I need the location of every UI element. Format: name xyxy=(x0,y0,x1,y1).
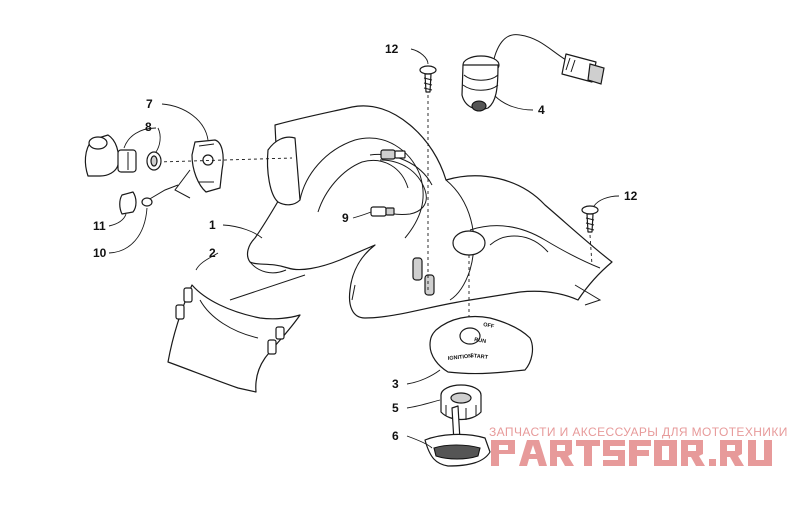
cap-part-11 xyxy=(119,191,137,215)
accessory-socket xyxy=(84,134,137,177)
lock-nut-part-5 xyxy=(440,384,482,421)
callout-1: 1 xyxy=(209,218,216,232)
ignition-switch-part-4 xyxy=(461,34,605,112)
watermark-subtitle: ЗАПЧАСТИ И АКСЕССУАРЫ ДЛЯ МОТОТЕХНИКИ xyxy=(489,425,788,439)
callout-11: 11 xyxy=(93,219,106,233)
housing-part-1 xyxy=(246,105,613,319)
key-part-6 xyxy=(424,405,491,467)
bushing-part-8 xyxy=(146,151,162,171)
callout-2: 2 xyxy=(209,246,216,260)
callout-5: 5 xyxy=(392,401,399,415)
decal-label-start: START xyxy=(470,353,489,361)
callout-3: 3 xyxy=(392,377,399,391)
callout-12-right: 12 xyxy=(624,189,638,203)
bracket-part-7 xyxy=(147,139,293,201)
screw-part-12-top xyxy=(419,65,437,93)
decal-label-off: OFF xyxy=(483,322,496,330)
decal-label-ignition: IGNITION xyxy=(448,353,473,362)
decal-part-3: OFF RUN IGNITION START xyxy=(429,315,534,375)
callout-4: 4 xyxy=(538,103,545,117)
callout-labels: 12 4 7 8 12 1 9 11 10 2 3 5 6 xyxy=(93,42,638,443)
watermark-logo xyxy=(491,440,772,466)
screw-phantom-line-right xyxy=(589,234,593,266)
callout-7: 7 xyxy=(146,97,153,111)
decal-label-run: RUN xyxy=(474,337,487,345)
screw-part-12-right xyxy=(581,205,599,233)
callout-9: 9 xyxy=(342,211,349,225)
washer-part-10 xyxy=(141,197,153,207)
lower-cover-part-2 xyxy=(167,274,306,393)
callout-8: 8 xyxy=(145,120,152,134)
callout-6: 6 xyxy=(392,429,399,443)
callout-leaders xyxy=(108,48,620,449)
callout-10: 10 xyxy=(93,246,107,260)
callout-12-top: 12 xyxy=(385,42,399,56)
